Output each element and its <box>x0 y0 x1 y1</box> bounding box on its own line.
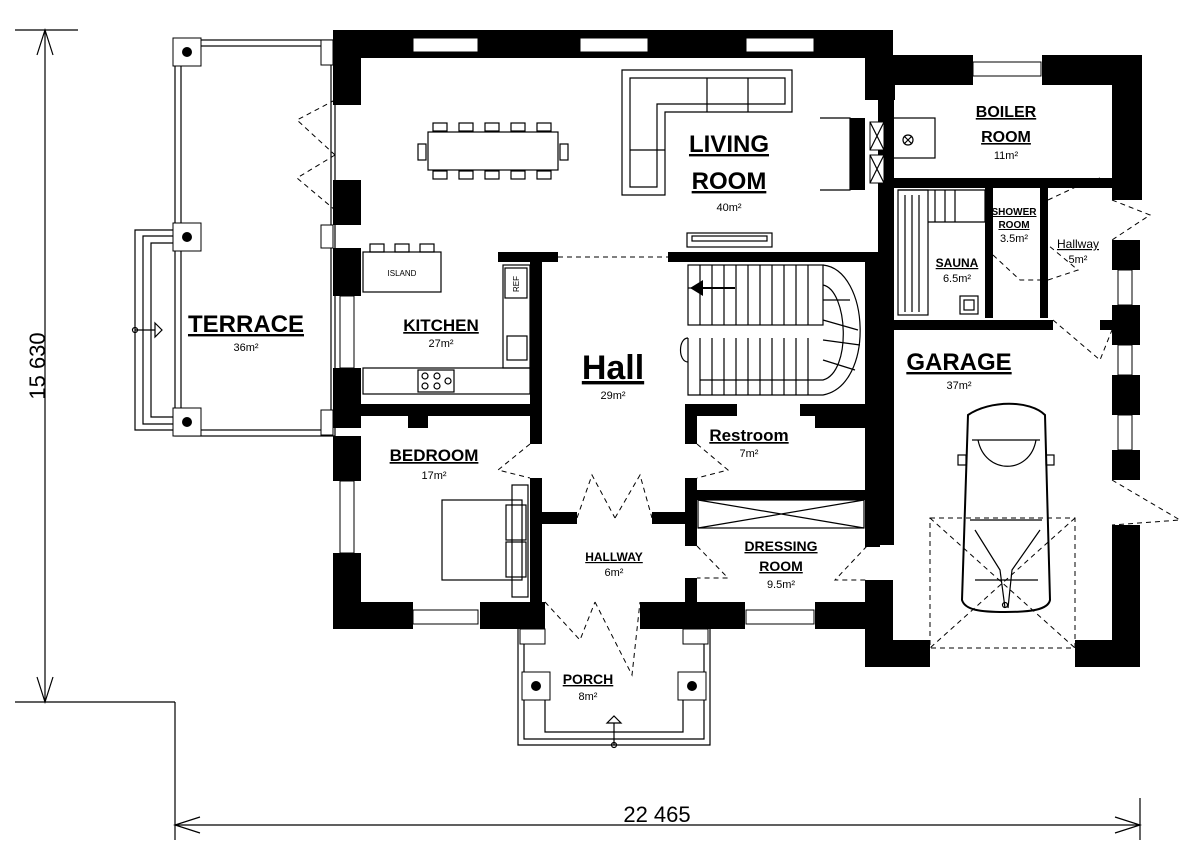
boiler-unit <box>892 117 936 159</box>
dressing-room-label-line2: ROOM <box>759 558 803 574</box>
kitchen-area: 27m² <box>428 338 453 350</box>
kitchen-fixtures <box>362 243 531 395</box>
dimension-vertical: 15 630 <box>15 28 175 704</box>
terrace-label: TERRACE <box>188 311 304 338</box>
restroom-label: Restroom <box>709 426 788 445</box>
dressing-room-area: 9.5m² <box>767 579 795 591</box>
garage-label: GARAGE <box>906 349 1011 376</box>
hallway-area: 6m² <box>605 567 624 579</box>
tv-stand <box>686 232 773 248</box>
restroom-area: 7m² <box>740 448 759 460</box>
height-dimension-label: 15 630 <box>25 332 50 399</box>
dressing-room-label-line1: DRESSING <box>744 538 817 554</box>
bedroom-label: BEDROOM <box>390 446 479 465</box>
shower-room-label-line1: SHOWER <box>992 207 1038 218</box>
hallway-label: HALLWAY <box>585 550 643 564</box>
hallway2-area: 5m² <box>1069 254 1088 266</box>
living-room-label-line2: ROOM <box>692 168 767 195</box>
hallway2-label: Hallway <box>1057 237 1099 251</box>
shower-room-label-line2: ROOM <box>998 220 1029 231</box>
hall-area: 29m² <box>600 390 625 402</box>
boiler-room-area: 11m² <box>994 150 1019 162</box>
car-icon <box>957 402 1055 614</box>
garage-area: 37m² <box>946 380 971 392</box>
living-room-label-line1: LIVING <box>689 131 769 158</box>
porch-area: 8m² <box>579 691 598 703</box>
width-dimension-label: 22 465 <box>623 802 690 827</box>
windows <box>320 37 1133 625</box>
sauna-area: 6.5m² <box>943 273 971 285</box>
bed <box>441 484 529 598</box>
car-parking <box>929 517 1076 649</box>
kitchen-label: KITCHEN <box>403 316 479 335</box>
doors <box>496 177 1182 677</box>
hall-label: Hall <box>582 349 644 387</box>
staircase <box>679 264 861 396</box>
sauna-bench <box>897 189 986 316</box>
sofa <box>621 69 793 196</box>
terrace-structure <box>131 37 336 437</box>
fridge-label: REF <box>512 276 521 292</box>
terrace-area: 36m² <box>233 342 258 354</box>
shower-room-area: 3.5m² <box>1000 233 1028 245</box>
boiler-room-label-line1: BOILER <box>976 104 1037 121</box>
living-room-area: 40m² <box>716 202 741 214</box>
fireplace <box>820 117 885 191</box>
sauna-label: SAUNA <box>936 256 979 270</box>
dimension-horizontal: 22 465 <box>173 702 1142 840</box>
bedroom-area: 17m² <box>421 470 446 482</box>
porch-structure <box>517 628 711 749</box>
island-label: ISLAND <box>388 269 417 278</box>
boiler-room-label-line2: ROOM <box>981 129 1031 146</box>
dining-table <box>417 122 569 180</box>
walls <box>333 30 1142 667</box>
wardrobe <box>697 499 865 529</box>
porch-label: PORCH <box>563 671 614 687</box>
